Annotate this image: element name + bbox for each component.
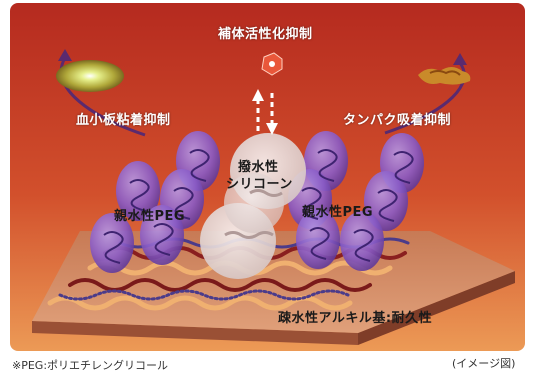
label-platelet: 血小板粘着抑制 [76,113,171,128]
label-peg-right: 親水性PEG [302,205,374,220]
illustration-canvas [10,3,525,351]
peg-bubble [90,213,134,273]
label-peg-left: 親水性PEG [114,209,186,224]
protein-cluster-icon [418,67,471,85]
peg-bubble [296,209,340,269]
illustration-panel: 補体活性化抑制 血小板粘着抑制 タンパク吸着抑制 撥水性 シリコーン 親水性PE… [10,3,525,351]
complement-molecule-icon [261,52,283,76]
peg-bubble [364,171,408,231]
right-arrow-icon [384,62,466,135]
peg-bubbles [90,131,424,273]
label-complement: 補体活性化抑制 [218,27,313,42]
silicone-sphere [224,173,284,233]
exchange-arrows [252,89,278,135]
platelet-blob-icon [56,60,124,92]
footnote: ※PEG:ポリエチレングリコール [12,359,169,372]
label-protein: タンパク吸着抑制 [343,113,452,128]
peg-bubble [116,161,160,221]
label-silicone-line1: 撥水性 [238,160,279,175]
image-note: (イメージ図) [452,357,516,370]
curved-arrows [58,49,467,137]
label-alkyl: 疎水性アルキル基:耐久性 [278,311,433,326]
peg-bubble [140,205,184,265]
label-silicone-line2: シリコーン [226,177,293,192]
peg-bubble [340,211,384,271]
left-arrow-icon [59,57,146,137]
silicone-spheres [200,133,306,279]
